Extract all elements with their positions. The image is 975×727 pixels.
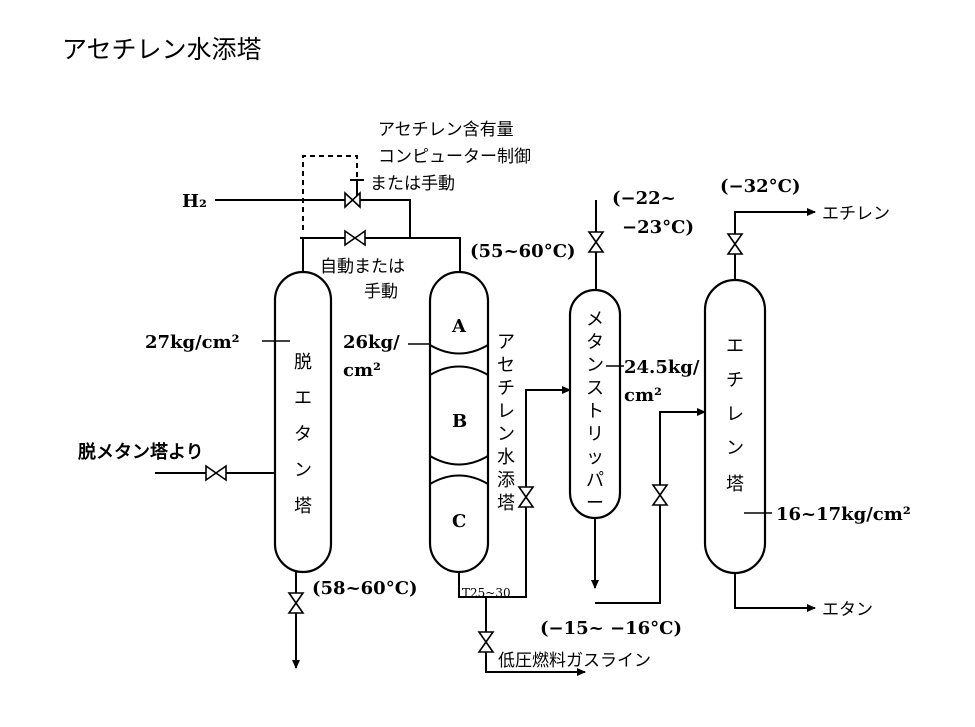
bed-divider [429,344,489,355]
stripper-temperature: −23°C) [622,217,694,238]
h2-line [360,199,411,238]
ethylene-product-label: エチレン [822,204,890,224]
product-line [525,386,571,487]
valve-icon[interactable] [205,464,227,482]
reflux-temperature: (−15~ −16°C) [540,618,682,639]
control-label: コンピューター制御 [378,147,531,167]
fuel-gas-label: 低圧燃料ガスライン [498,651,651,671]
stripper-pressure: 24.5kg/ [624,357,700,378]
deethanizer-pressure: 27kg/cm² [145,332,240,353]
valve-icon[interactable] [287,592,305,614]
ethane-line [734,573,816,612]
bed-divider [429,455,489,466]
fuel-line [485,652,586,676]
stripper-name: メ タ ン ス ト リ ッ パ ー [586,309,610,514]
ethylene-top-temperature: (−32°C) [720,176,801,197]
bottom-temperature: (58~60°C) [312,578,418,599]
ethane-product-label: エタン [822,600,873,620]
ethylene-tower-name: エ チ レ ン 塔 [726,336,750,495]
h2-label: H₂ [182,191,207,212]
valve-icon[interactable] [344,191,361,209]
bed-divider [429,365,489,376]
bed-divider [429,474,489,485]
hydro-pressure: cm² [343,360,381,381]
valve-icon[interactable] [344,229,366,247]
feed-line [365,237,461,272]
page-title: アセチレン水添塔 [62,35,262,64]
valve-icon[interactable] [477,631,495,653]
hydrogenation-name: ア セ チ レ ン 水 添 塔 [497,332,521,514]
valve-icon[interactable] [651,484,669,506]
deethanizer-tower [273,270,333,574]
control-signal [302,155,358,230]
ethylene-tower-pressure: 16~17kg/cm² [776,504,911,525]
hydro-pressure: 26kg/ [343,332,400,353]
deethanizer-name: 脱 エ タ ン 塔 [294,352,318,517]
ethylene-overhead [734,208,816,234]
transfer-line [595,505,661,604]
control-label: または手動 [370,174,455,194]
ethylene-tower [703,278,767,575]
valve-icon[interactable] [517,486,535,508]
auto-label: 自動または [320,257,405,277]
transfer-line [659,408,706,485]
inlet-temperature: (55~60°C) [470,241,576,262]
small-temperature: T25~30 [462,586,511,600]
catalyst-bed-labels: A B C [451,316,474,532]
valve-icon[interactable] [726,233,744,255]
feed-source-label: 脱メタン塔より [78,441,204,463]
product-line [458,507,527,598]
stripper-temperature: (−22~ [612,188,676,209]
control-label: アセチレン含有量 [378,120,514,140]
stripper-pressure: cm² [624,385,662,406]
auto-label: 手動 [364,282,398,302]
valve-icon[interactable] [587,231,605,253]
